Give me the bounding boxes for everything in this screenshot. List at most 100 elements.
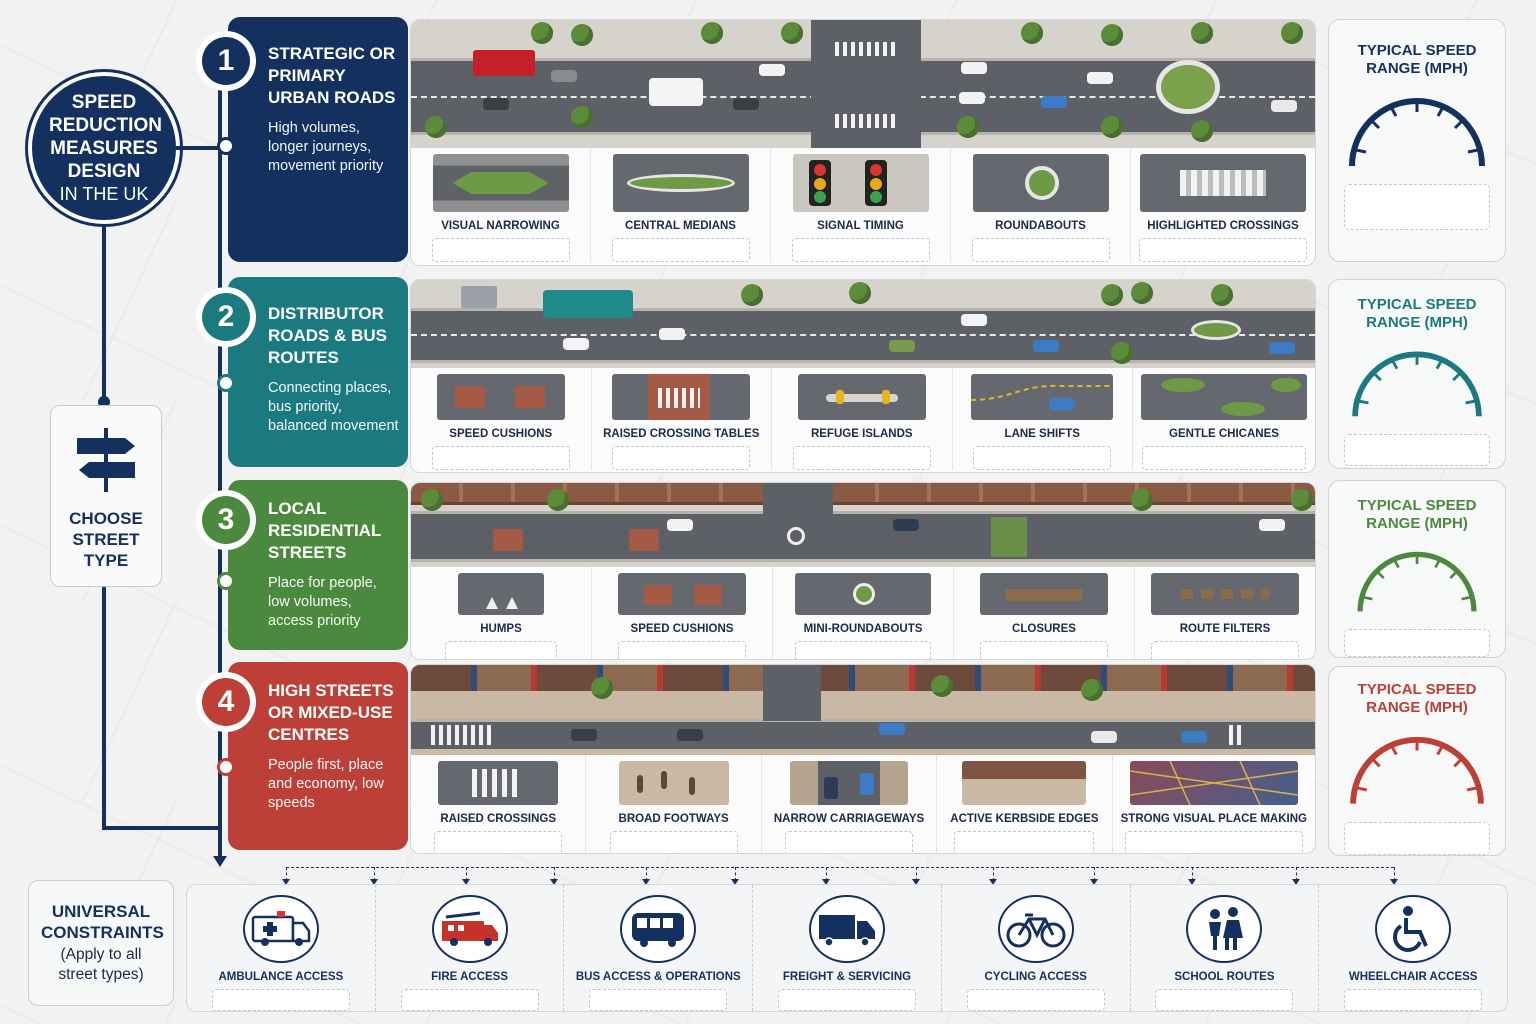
measure-thumbnail [795,573,931,615]
street-type-description: Connecting places, bus priority, balance… [268,380,399,434]
measure-label: BROAD FOOTWAYS [618,813,729,825]
speed-title: TYPICAL SPEED RANGE (MPH) [1357,681,1477,716]
row-number-badge: 4 [196,672,256,732]
speed-input-blank[interactable] [1344,628,1490,657]
constraint-input-blank[interactable] [1155,989,1294,1011]
measure-input-blank[interactable] [973,446,1112,470]
measure-input-blank[interactable] [1142,446,1306,470]
measure-speed-cushions-local[interactable]: SPEED CUSHIONS [592,567,773,659]
constraint-wheelchair-access[interactable]: WHEELCHAIR ACCESS [1319,885,1507,1011]
measure-input-blank[interactable] [445,641,557,659]
measure-input-blank[interactable] [611,238,750,262]
choose-street-type[interactable]: CHOOSE STREET TYPE [50,405,162,587]
constraint-bus-access[interactable]: BUS ACCESS & OPERATIONS [564,885,754,1011]
measure-narrow-carriageways[interactable]: NARROW CARRIAGEWAYS [762,755,938,853]
speedometer-gauge [1357,551,1477,612]
speed-input-blank[interactable] [1344,184,1490,230]
measures-list: VISUAL NARROWING CENTRAL MEDIANS SIGNAL … [411,148,1315,262]
connector-node [217,137,235,155]
measure-label: HUMPS [480,623,522,635]
street-type-3-card[interactable]: 3 LOCAL RESIDENTIAL STREETS Place for pe… [196,480,408,650]
speed-range-card-1: TYPICAL SPEED RANGE (MPH) [1328,19,1506,262]
constraint-freight-servicing[interactable]: FREIGHT & SERVICING [753,885,942,1011]
constraint-input-blank[interactable] [400,989,539,1011]
measure-input-blank[interactable] [1151,641,1299,659]
measure-input-blank[interactable] [434,831,563,853]
measure-input-blank[interactable] [795,641,931,659]
row-number-badge: 2 [196,287,256,347]
measure-thumbnail [438,761,559,805]
measure-label: CLOSURES [1012,623,1076,635]
street-type-name: DISTRIBUTOR ROADS & BUS ROUTES [268,304,388,367]
constraint-input-blank[interactable] [966,989,1105,1011]
measure-thumbnail [792,154,929,212]
constraint-input-blank[interactable] [1344,989,1483,1011]
measure-input-blank[interactable] [609,831,738,853]
bicycle-icon [997,895,1074,964]
constraint-input-blank[interactable] [778,989,917,1011]
speed-title: TYPICAL SPEED RANGE (MPH) [1357,497,1477,532]
measure-input-blank[interactable] [792,446,931,470]
measure-broad-footways[interactable]: BROAD FOOTWAYS [586,755,762,853]
measure-closures[interactable]: CLOSURES [954,567,1135,659]
constraint-arrow [1390,867,1398,885]
street-type-4-panel: RAISED CROSSINGS BROAD FOOTWAYS NARROW C… [410,664,1316,854]
measure-visual-narrowing[interactable]: VISUAL NARROWING [411,148,591,262]
measure-raised-crossings[interactable]: RAISED CROSSINGS [411,755,587,853]
constraints-panel: AMBULANCE ACCESS FIRE ACCESS BUS ACCESS … [186,884,1508,1012]
measure-route-filters[interactable]: ROUTE FILTERS [1135,567,1315,659]
constraint-arrow [370,867,378,885]
connector-stem-lower [102,587,106,829]
connector-node [217,374,235,392]
constraint-cycling-access[interactable]: CYCLING ACCESS [942,885,1131,1011]
measure-input-blank[interactable] [954,831,1095,853]
measure-signal-timing[interactable]: SIGNAL TIMING [771,148,951,262]
measure-input-blank[interactable] [612,446,751,470]
constraint-school-routes[interactable]: SCHOOL ROUTES [1131,885,1320,1011]
measure-central-medians[interactable]: CENTRAL MEDIANS [591,148,771,262]
measure-input-blank[interactable] [1139,238,1307,262]
measure-thumbnail [1140,154,1306,212]
measure-input-blank[interactable] [785,831,914,853]
constraint-input-blank[interactable] [211,989,350,1011]
spine-arrow [213,856,227,867]
ambulance-icon [242,895,319,964]
measure-active-kerbside-edges[interactable]: ACTIVE KERBSIDE EDGES [937,755,1113,853]
street-type-2-card[interactable]: 2 DISTRIBUTOR ROADS & BUS ROUTES Connect… [196,277,408,467]
measure-input-blank[interactable] [618,641,746,659]
street-type-3-panel: HUMPS SPEED CUSHIONS MINI-ROUNDABOUTS CL… [410,482,1316,660]
speed-input-blank[interactable] [1344,821,1490,855]
measure-input-blank[interactable] [431,446,570,470]
connector-stem [102,226,106,406]
street-type-name: HIGH STREETS OR MIXED-USE CENTRES [268,681,394,744]
street-illustration [411,483,1315,567]
constraint-ambulance-access[interactable]: AMBULANCE ACCESS [187,885,376,1011]
measure-input-blank[interactable] [980,641,1108,659]
measure-gentle-chicanes[interactable]: GENTLE CHICANES [1133,368,1315,470]
speed-input-blank[interactable] [1344,434,1490,466]
constraint-input-blank[interactable] [589,989,728,1011]
measure-roundabouts[interactable]: ROUNDABOUTS [951,148,1131,262]
measure-refuge-islands[interactable]: REFUGE ISLANDS [772,368,953,470]
measure-input-blank[interactable] [431,238,570,262]
measure-strong-visual-place-making[interactable]: STRONG VISUAL PLACE MAKING [1113,755,1315,853]
row-number-badge: 3 [196,490,256,550]
measure-input-blank[interactable] [1124,831,1303,853]
measure-label: HIGHLIGHTED CROSSINGS [1147,220,1299,232]
measure-input-blank[interactable] [971,238,1110,262]
row-number-badge: 1 [196,31,256,91]
measure-input-blank[interactable] [791,238,930,262]
measure-speed-cushions[interactable]: SPEED CUSHIONS [411,368,592,470]
street-type-name: LOCAL RESIDENTIAL STREETS [268,499,382,562]
street-type-4-card[interactable]: 4 HIGH STREETS OR MIXED-USE CENTRES Peop… [196,662,408,850]
constraint-fire-access[interactable]: FIRE ACCESS [376,885,565,1011]
measure-lane-shifts[interactable]: LANE SHIFTS [953,368,1133,470]
measure-mini-roundabouts[interactable]: MINI-ROUNDABOUTS [773,567,954,659]
measure-highlighted-crossings[interactable]: HIGHLIGHTED CROSSINGS [1131,148,1315,262]
measure-raised-crossing-tables[interactable]: RAISED CROSSING TABLES [592,368,772,470]
measure-humps[interactable]: HUMPS [411,567,592,659]
constraint-arrow [282,867,290,885]
measures-list: SPEED CUSHIONS RAISED CROSSING TABLES RE… [411,368,1315,470]
street-type-1-card[interactable]: 1 STRATEGIC OR PRIMARY URBAN ROADS High … [196,17,408,262]
bus-icon [620,895,697,964]
